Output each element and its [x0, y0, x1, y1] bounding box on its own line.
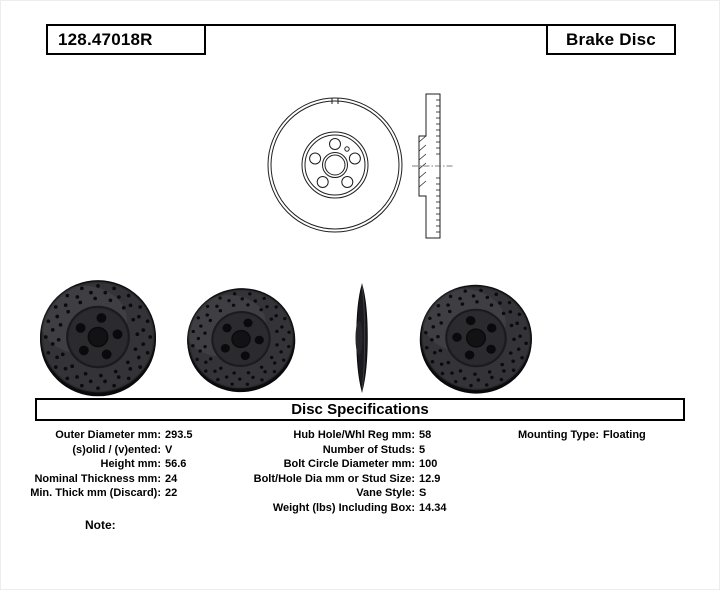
drilled-rotor-photo-back [419, 284, 532, 394]
spec-row-min-thickness: Min. Thick mm (Discard): 22 [21, 486, 193, 501]
spec-label: Number of Studs: [322, 443, 415, 456]
spec-value: 100 [419, 458, 438, 470]
spec-label: Bolt Circle Diameter mm: [283, 458, 415, 470]
spec-label: Nominal Thickness mm: [34, 472, 161, 485]
spec-label: (s)olid / (v)ented: [72, 443, 161, 456]
drilled-rotor-photo-front [40, 280, 156, 397]
drilled-rotor-photo-angled [185, 288, 296, 393]
spec-section-header: Disc Specifications [35, 398, 685, 421]
spec-label: Mounting Type: [517, 429, 599, 441]
part-number-box: 128.47018R [46, 24, 206, 55]
page-title: Brake Disc [566, 29, 656, 49]
spec-row-nominal-thickness: Nominal Thickness mm: 24 [21, 472, 193, 487]
rotor-front-line-drawing [267, 97, 403, 233]
drilled-rotor-photo-edge [355, 283, 368, 393]
spec-row-vane-style: Vane Style: S [247, 486, 447, 501]
spec-label: Height mm: [100, 458, 162, 470]
rotor-cross-section-drawing [412, 93, 454, 239]
spec-label: Weight (lbs) Including Box: [272, 501, 415, 514]
spec-row-height: Height mm: 56.6 [21, 457, 193, 472]
note-label: Note: [85, 518, 116, 532]
spec-row-number-of-studs: Number of Studs: 5 [247, 443, 447, 458]
spec-value: 5 [419, 443, 426, 456]
spec-label: Hub Hole/Whl Reg mm: [293, 429, 415, 441]
spec-value: 56.6 [165, 458, 187, 470]
spec-label: Outer Diameter mm: [55, 429, 161, 441]
spec-label: Bolt/Hole Dia mm or Stud Size: [253, 472, 415, 485]
spec-label: Vane Style: [356, 487, 415, 499]
spec-value: 58 [419, 429, 432, 441]
spec-value: V [165, 443, 173, 456]
spec-value: S [419, 487, 427, 499]
spec-row-bolt-hole-dia: Bolt/Hole Dia mm or Stud Size: 12.9 [247, 472, 447, 487]
spec-value: 24 [165, 472, 178, 485]
spec-value: 22 [165, 487, 178, 499]
part-number: 128.47018R [58, 29, 153, 49]
title-box: Brake Disc [546, 24, 676, 55]
spec-value: 12.9 [419, 472, 441, 485]
spec-value: 293.5 [165, 429, 193, 441]
spec-row-weight: Weight (lbs) Including Box: 14.34 [247, 501, 447, 516]
spec-label: Min. Thick mm (Discard): [30, 487, 161, 499]
spec-column-middle: Hub Hole/Whl Reg mm: 58 Number of Studs:… [247, 428, 447, 515]
spec-column-left: Outer Diameter mm: 293.5 (s)olid / (v)en… [21, 428, 193, 501]
spec-row-outer-diameter: Outer Diameter mm: 293.5 [21, 428, 193, 443]
spec-row-hub-hole: Hub Hole/Whl Reg mm: 58 [247, 428, 447, 443]
spec-column-right: Mounting Type: Floating [489, 428, 646, 443]
header-rule [46, 24, 676, 26]
spec-value: 14.34 [419, 501, 447, 514]
spec-row-bolt-circle-diameter: Bolt Circle Diameter mm: 100 [247, 457, 447, 472]
spec-row-mounting-type: Mounting Type: Floating [489, 428, 646, 443]
spec-row-solid-vented: (s)olid / (v)ented: V [21, 443, 193, 458]
spec-value: Floating [603, 429, 646, 441]
spec-section-title: Disc Specifications [291, 401, 429, 418]
